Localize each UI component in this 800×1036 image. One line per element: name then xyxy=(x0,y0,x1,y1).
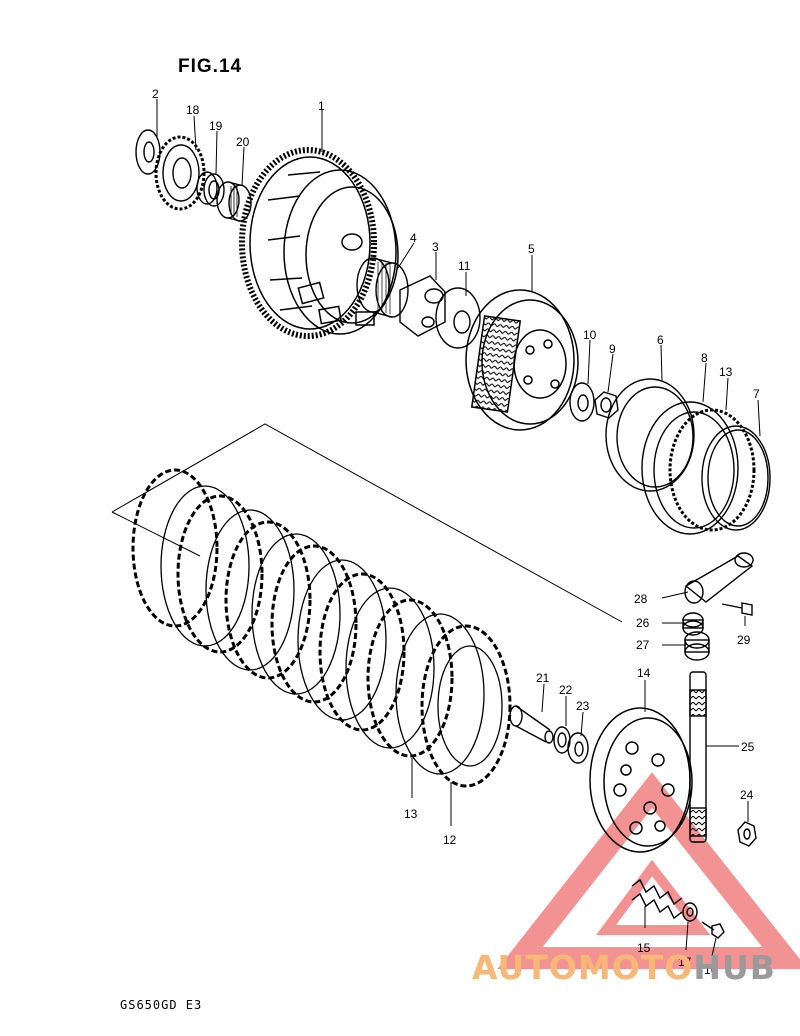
callout-13-lower: 13 xyxy=(404,807,418,821)
watermark-part2: HUB xyxy=(693,948,776,987)
callout-21: 21 xyxy=(536,671,550,685)
callout-8: 8 xyxy=(701,351,708,365)
callout-22: 22 xyxy=(559,683,573,697)
callout-9: 9 xyxy=(609,342,616,356)
callout-23: 23 xyxy=(576,699,590,713)
part-28-release-arm xyxy=(684,552,754,604)
callout-labels: 2 18 19 20 1 4 3 11 5 10 9 6 8 13 7 28 2… xyxy=(152,87,760,977)
callout-20: 20 xyxy=(236,135,250,149)
clutch-plate-stack xyxy=(131,468,512,788)
callout-11: 11 xyxy=(458,259,471,273)
part-11-washer xyxy=(435,287,481,349)
part-5-clutch-hub xyxy=(465,289,579,431)
part-10-lockwasher xyxy=(569,382,595,422)
part-15-clutch-spring xyxy=(631,878,683,920)
part-13-upper-plate xyxy=(668,408,756,532)
model-code: GS650GD E3 xyxy=(120,998,203,1012)
callout-4: 4 xyxy=(410,231,417,245)
callout-6: 6 xyxy=(657,333,664,347)
figure-title: FIG.14 xyxy=(178,56,243,77)
callout-18: 18 xyxy=(186,103,200,117)
callout-1: 1 xyxy=(318,99,325,113)
part-26-oil-seal xyxy=(682,612,704,636)
callout-13-upper: 13 xyxy=(719,365,733,379)
part-25-release-shaft xyxy=(689,671,707,843)
callout-16: 16 xyxy=(704,963,718,977)
part-4-needle-bearing xyxy=(356,257,409,318)
callout-14: 14 xyxy=(637,666,651,680)
part-14-pressure-plate xyxy=(589,707,693,853)
callout-7: 7 xyxy=(753,387,760,401)
watermark-triangle xyxy=(497,772,800,969)
callout-28: 28 xyxy=(634,592,648,606)
part-9-nut xyxy=(594,391,619,419)
part-17-washer xyxy=(682,902,698,922)
callout-29: 29 xyxy=(737,633,751,647)
part-1-clutch-housing xyxy=(239,147,399,339)
part-27-bearing xyxy=(684,631,710,661)
part-7-circlip xyxy=(701,425,771,531)
callout-2: 2 xyxy=(152,87,159,101)
plate-stack-bracket xyxy=(111,423,623,623)
callout-25: 25 xyxy=(741,740,755,754)
callout-27: 27 xyxy=(636,638,650,652)
callout-10: 10 xyxy=(583,328,597,342)
part-16-bolt xyxy=(701,921,725,939)
callout-15: 15 xyxy=(637,941,651,955)
part-23-washer xyxy=(567,732,589,764)
callout-12: 12 xyxy=(443,833,457,847)
part-20-needle-bearing xyxy=(216,181,252,222)
watermark-part1: AUTOMOTO xyxy=(472,948,694,987)
leader-lines xyxy=(156,99,761,957)
callout-24: 24 xyxy=(740,788,754,802)
callout-26: 26 xyxy=(636,616,650,630)
callout-19: 19 xyxy=(209,119,223,133)
part-24-nut xyxy=(737,821,757,847)
part-29-bolt xyxy=(721,602,753,616)
watermark-text: AUTOMOTOHUB xyxy=(472,948,776,987)
part-18-sprocket xyxy=(154,135,206,211)
callout-5: 5 xyxy=(528,242,535,256)
callout-3: 3 xyxy=(432,240,439,254)
callout-17: 17 xyxy=(678,955,692,969)
part-6-spring-seat xyxy=(605,378,695,492)
part-21-push-piece xyxy=(509,705,554,744)
part-8-spring-washer xyxy=(641,401,739,535)
